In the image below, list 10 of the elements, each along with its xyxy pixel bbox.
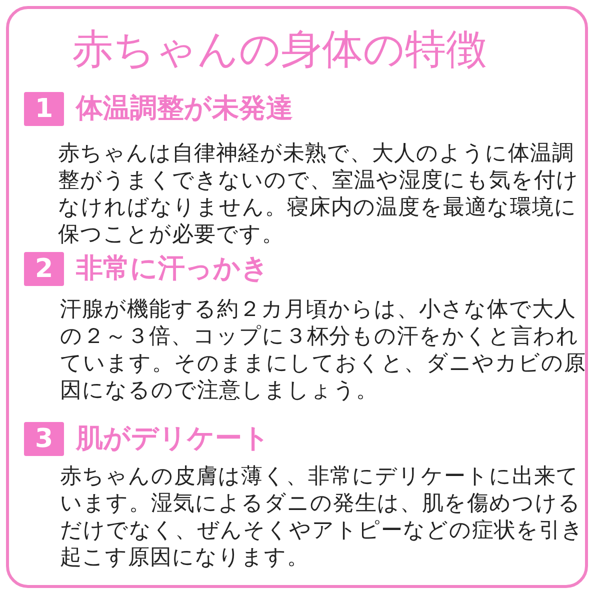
- section-heading: 肌がデリケート: [76, 422, 270, 456]
- number-badge: 3: [24, 422, 64, 456]
- number-badge: 2: [24, 252, 64, 286]
- title: 赤ちゃんの身体の特徴: [72, 24, 487, 75]
- body-paragraph: 赤ちゃんの皮膚は薄く、非常にデリケートに出来ています。湿気によるダニの発生は、肌を傷めつけるだけでなく、ぜんそくやアトピーなどの症状を引き起こす原因になります。: [60, 463, 585, 571]
- body-paragraph: 汗腺が機能する約２カ月頃からは、小さな体で大人の２～３倍、コップに３杯分もの汗をかくと言われています。そのままにしておくと、ダニやカビの原因になるので注意しましょう。: [60, 296, 587, 404]
- number-badge: 1: [24, 92, 64, 126]
- body-paragraph: 赤ちゃんは自律神経が未熟で、大人のように体温調整がうまくできないので、室温や湿度にも気を付けなければなりません。寝床内の温度を最適な環境に保つことが必要です。: [58, 140, 580, 248]
- section-heading: 非常に汗っかき: [76, 252, 269, 286]
- section-heading: 体温調整が未発達: [76, 92, 293, 126]
